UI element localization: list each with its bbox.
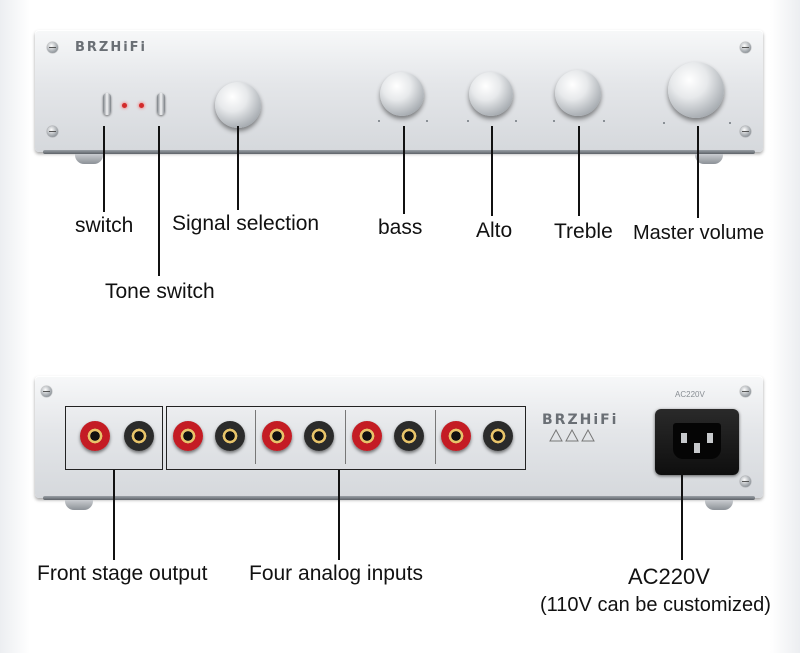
chassis-edge (43, 496, 755, 500)
label-treble: Treble (554, 220, 613, 243)
leader-line (403, 126, 405, 214)
power-toggle[interactable] (103, 93, 111, 115)
chassis-foot (75, 154, 103, 164)
leader-line (237, 126, 239, 210)
selector-knob[interactable] (215, 82, 261, 128)
output-jack-group (65, 406, 163, 470)
rca-jack-in1-r[interactable] (441, 421, 471, 451)
leader-line (158, 126, 160, 276)
chassis-foot (695, 154, 723, 164)
treble-knob[interactable] (555, 70, 601, 116)
chassis-foot (705, 500, 733, 510)
rear-brand-logo: BRZHiFi (542, 412, 619, 428)
screw-icon (740, 42, 751, 53)
bass-knob[interactable] (380, 72, 424, 116)
led-indicator (139, 103, 144, 108)
screw-icon (740, 386, 751, 397)
label-front-stage-output: Front stage output (37, 562, 208, 585)
label-voltage-note: (110V can be customized) (540, 594, 771, 616)
label-switch: switch (75, 214, 134, 237)
iec-power-socket[interactable] (655, 409, 739, 475)
ac-rating-text: AC220V (675, 390, 705, 399)
leader-line (113, 470, 115, 560)
label-tone-switch: Tone switch (105, 280, 215, 303)
leader-line (578, 126, 580, 216)
label-signal-selection: Signal selection (172, 212, 320, 235)
label-four-analog-inputs: Four analog inputs (249, 562, 423, 585)
tone-toggle[interactable] (157, 93, 165, 115)
screw-icon (41, 386, 52, 397)
front-panel: BRZHiFi (35, 30, 763, 164)
label-bass: bass (378, 216, 423, 239)
leader-line (103, 126, 105, 212)
leader-line (697, 126, 699, 218)
label-alto: Alto (476, 219, 513, 242)
rca-jack-in4-l[interactable] (215, 421, 245, 451)
rca-jack-in3-l[interactable] (304, 421, 334, 451)
rca-jack-out-l[interactable] (124, 421, 154, 451)
chassis-edge (43, 150, 755, 154)
leader-line (338, 470, 340, 560)
rca-jack-in1-l[interactable] (483, 421, 513, 451)
label-master-volume: Master volume (633, 222, 765, 244)
screw-icon (740, 476, 751, 487)
led-indicator (122, 103, 127, 108)
rca-jack-in3-r[interactable] (262, 421, 292, 451)
screw-icon (740, 126, 751, 137)
input-jack-group (166, 406, 526, 470)
label-ac220v: AC220V (628, 564, 710, 589)
screw-icon (47, 42, 58, 53)
volume-knob[interactable] (668, 62, 724, 118)
screw-icon (47, 126, 58, 137)
front-brand-logo: BRZHiFi (75, 40, 148, 55)
leader-line (681, 470, 683, 560)
rca-jack-out-r[interactable] (80, 421, 110, 451)
leader-line (491, 126, 493, 216)
rear-panel: BRZHiFi AC220V (35, 376, 763, 510)
alto-knob[interactable] (469, 72, 513, 116)
rca-jack-in4-r[interactable] (173, 421, 203, 451)
chassis-foot (65, 500, 93, 510)
rca-jack-in2-l[interactable] (394, 421, 424, 451)
rca-jack-in2-r[interactable] (352, 421, 382, 451)
caution-warning-icon (549, 429, 595, 442)
